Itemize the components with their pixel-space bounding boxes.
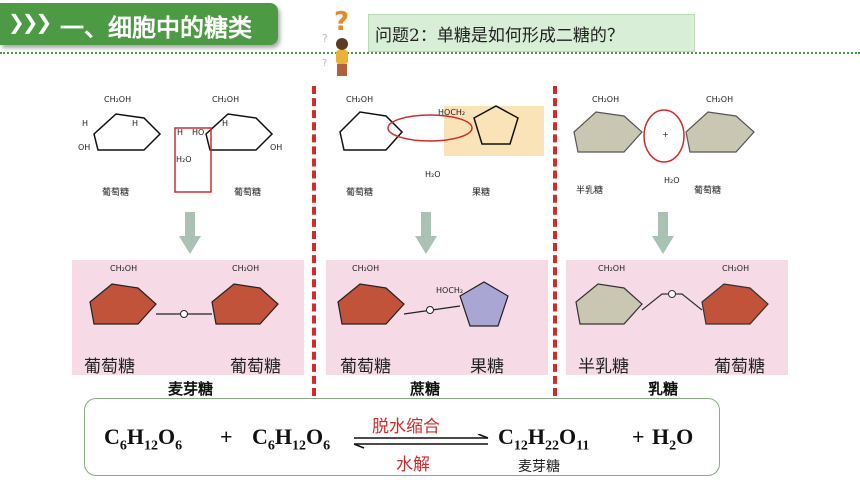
lactose-bottom-ch2oh-left: CH₂OH — [598, 264, 626, 273]
maltose-water: H₂O — [176, 155, 192, 164]
arrow-down-icon — [179, 212, 201, 254]
lactose-bottom-right-label: 葡萄糖 — [714, 357, 765, 377]
lactose-name: 乳糖 — [648, 380, 679, 398]
header-divider — [0, 52, 860, 54]
sucrose-top-right-label: 果糖 — [472, 188, 491, 198]
lactose-ch2oh-left: CH₂OH — [592, 95, 620, 104]
lactose-water: H₂O — [664, 176, 680, 185]
equation-forward-label: 脱水缩合 — [372, 417, 440, 437]
lactose-top-right-label: 葡萄糖 — [694, 186, 722, 196]
question-box — [368, 14, 695, 52]
maltose-product-structure — [89, 283, 279, 325]
equation-reverse-label: 水解 — [396, 455, 430, 475]
svg-text:CH₂OH: CH₂OH — [212, 95, 239, 104]
lactose-top-left-label: 半乳糖 — [576, 186, 604, 196]
page-title: 一、细胞中的糖类 — [60, 14, 252, 42]
maltose-bottom-left-label: 葡萄糖 — [84, 357, 135, 377]
equation-product: C12H22O11 — [498, 424, 590, 454]
sucrose-ch2oh: CH₂OH — [346, 95, 374, 104]
panel-maltose-top — [72, 88, 304, 200]
svg-text:H: H — [132, 119, 138, 128]
maltose-reactant-structures: CH₂OH CH₂OH H H OH H OH — [78, 95, 282, 193]
lactose-plus: + — [662, 130, 669, 139]
maltose-name: 麦芽糖 — [168, 380, 214, 398]
svg-text:?: ? — [322, 58, 327, 69]
reversible-arrow-icon — [353, 434, 489, 449]
svg-text:OH: OH — [78, 143, 90, 152]
equation-reactant-2: C6H12O6 — [252, 424, 331, 454]
svg-text:?: ? — [322, 32, 328, 45]
lactose-ch2oh-right: CH₂OH — [706, 95, 734, 104]
sucrose-name: 蔗糖 — [410, 380, 441, 398]
sucrose-hoch2: HOCH₂ — [438, 108, 466, 117]
sucrose-reactant-structures — [339, 105, 544, 156]
equation-product-name: 麦芽糖 — [518, 459, 560, 475]
chevron-icon: ❯❯❯ — [8, 10, 52, 34]
sucrose-bottom-ch2oh: CH₂OH — [352, 264, 380, 273]
svg-text:H: H — [82, 119, 88, 128]
equation-plus-1: + — [220, 424, 233, 449]
lactose-product-structure — [575, 283, 769, 325]
equation-reactant-1: C6H12O6 — [104, 424, 183, 454]
sucrose-bottom-left-label: 葡萄糖 — [340, 357, 391, 377]
maltose-ch2oh-left: CH₂OH — [110, 264, 138, 273]
sucrose-product-structure — [337, 281, 509, 327]
svg-text:H: H — [222, 119, 228, 128]
arrow-down-icon — [652, 212, 674, 254]
equation-plus-2: + — [632, 424, 645, 449]
separator-1 — [312, 86, 316, 396]
maltose-ho: HO — [192, 128, 205, 137]
sucrose-bottom-right-label: 果糖 — [470, 357, 504, 377]
sucrose-bottom-hoch2: HOCH₂ — [436, 286, 464, 295]
question-text: 问题2：单糖是如何形成二糖的？ — [375, 26, 624, 46]
lactose-bottom-ch2oh-right: CH₂OH — [722, 264, 750, 273]
maltose-top-right-label: 葡萄糖 — [234, 188, 262, 198]
maltose-bottom-right-label: 葡萄糖 — [230, 357, 281, 377]
maltose-top-left-label: 葡萄糖 — [102, 188, 130, 198]
thinking-person-icon: ? ? ? — [322, 7, 349, 76]
lactose-bottom-left-label: 半乳糖 — [578, 357, 629, 377]
maltose-ch2oh-right: CH₂OH — [232, 264, 260, 273]
svg-text:OH: OH — [270, 143, 282, 152]
maltose-h: H — [177, 128, 184, 137]
svg-text:CH₂OH: CH₂OH — [104, 95, 131, 104]
equation-box — [84, 398, 720, 476]
sucrose-water: H₂O — [425, 170, 441, 179]
equation-water: H2O — [652, 424, 694, 454]
title-banner — [0, 3, 278, 45]
separator-2 — [553, 86, 557, 396]
sucrose-top-left-label: 葡萄糖 — [346, 188, 374, 198]
lactose-reactant-structures — [573, 109, 755, 163]
svg-text:?: ? — [334, 7, 349, 37]
arrow-down-icon — [415, 212, 437, 254]
